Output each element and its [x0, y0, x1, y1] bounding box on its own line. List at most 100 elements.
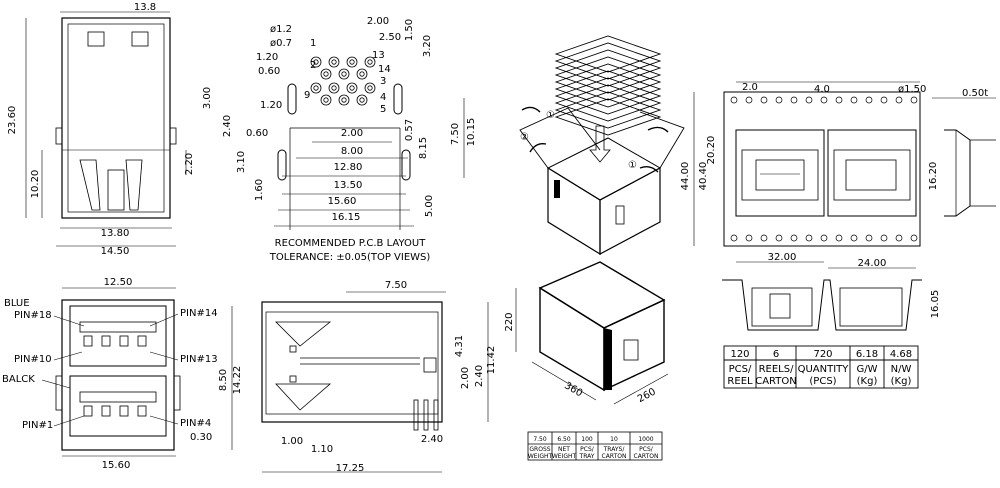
packing-step-2: ② [520, 132, 529, 143]
sprocket-hole [805, 234, 813, 242]
tape-pitch-32: 32.00 [768, 252, 797, 263]
dim-030: 0.30 [190, 432, 212, 443]
table-value: 720 [813, 349, 832, 360]
tray-stack [554, 35, 662, 136]
pin-num-14: 14 [378, 64, 391, 75]
packing-step-1: ① [546, 110, 555, 121]
table-header: CARTON [602, 453, 627, 460]
pcb-pin-hole [338, 94, 350, 106]
pcb-layout-view: ø1.2 ø0.7 2.00 2.50 1.50 3.20 1.20 0.60 … [202, 16, 477, 263]
dim-110: 1.10 [311, 444, 333, 455]
tape-depth: 16.05 [930, 290, 941, 319]
table-header: PCS/ [639, 446, 654, 453]
packing-box-illustration: ① ② ① [519, 35, 685, 256]
dim-120-a: 1.20 [256, 52, 278, 63]
table-header: REEL [727, 376, 753, 387]
dim-1422: 14.22 [232, 366, 243, 395]
table-value: 1000 [638, 436, 653, 443]
dim-240: 2.40 [222, 115, 233, 137]
sprocket-hole [835, 96, 843, 104]
dim-300: 3.00 [202, 87, 213, 109]
dim-1250: 12.50 [104, 277, 133, 288]
dim-pitch-2: 2.00 [367, 16, 389, 27]
usb-contact [83, 335, 93, 347]
tape-dim-4040: 40.40 [698, 162, 709, 191]
stacked-tray [554, 49, 662, 87]
stacked-tray [554, 77, 662, 115]
pcb-pin-hole-inner [349, 59, 355, 65]
pcb-pin-hole [320, 68, 332, 80]
dim-431: 4.31 [454, 335, 465, 357]
sprocket-holes-bottom [730, 234, 918, 242]
table-header: TRAY [579, 453, 595, 460]
side-view: 7.50 4.31 11.42 2.00 2.40 1.00 1.10 2.40… [261, 280, 497, 474]
pcb-pin-hole-inner [331, 85, 337, 91]
usb-contact [83, 405, 93, 417]
label-pin14: PIN#14 [180, 308, 218, 319]
pcb-caption-line-1: RECOMMENDED P.C.B LAYOUT [275, 238, 427, 249]
dim-width-top: 13.8 [134, 2, 156, 13]
table-header: TRAYS/ [603, 446, 626, 453]
tape-hole-dia: ø1.50 [898, 84, 926, 95]
table-header: CARTON [634, 453, 659, 460]
front-contacts [83, 335, 147, 417]
table-value: 10 [610, 436, 618, 443]
dim-1615: 16.15 [332, 212, 361, 223]
pcb-pin-hole-inner [341, 97, 347, 103]
dim-240-side: 2.40 [474, 365, 485, 387]
pcb-pin-hole-inner [349, 85, 355, 91]
sprocket-hole [775, 96, 783, 104]
label-pin1: PIN#1 [22, 420, 53, 431]
pin-num-5: 5 [380, 104, 386, 115]
dim-1560-front: 15.60 [102, 460, 131, 471]
table-header: (Kg) [891, 376, 912, 387]
table-header: G/W [856, 364, 877, 375]
dim-750: 7.50 [450, 123, 461, 145]
pcb-pin-hole-inner [313, 85, 319, 91]
table-header: PCS/ [580, 446, 595, 453]
sprocket-hole [880, 234, 888, 242]
label-pin4: PIN#4 [180, 418, 211, 429]
sprocket-holes-top [730, 96, 918, 104]
pin-num-3: 3 [380, 76, 386, 87]
dim-320: 3.20 [422, 35, 433, 57]
table-header: CARTON [755, 376, 797, 387]
dim-850: 8.50 [218, 369, 229, 391]
dim-240-foot: 2.40 [421, 434, 443, 445]
sprocket-hole [730, 234, 738, 242]
dim-1725: 17.25 [336, 463, 365, 474]
sprocket-hole [730, 96, 738, 104]
sprocket-hole [760, 96, 768, 104]
pcb-pin-hole-inner [359, 97, 365, 103]
dim-1015: 10.15 [466, 118, 477, 147]
sprocket-hole [790, 96, 798, 104]
sprocket-hole [745, 234, 753, 242]
label-pin18: PIN#18 [14, 310, 52, 321]
stacked-tray [554, 91, 662, 129]
dim-200-row: 2.00 [341, 128, 363, 139]
table-header: QUANTITY [798, 364, 850, 375]
dim-060-a: 0.60 [258, 66, 280, 77]
pin-num-2: 2 [310, 60, 316, 71]
shipping-carton: 220 360 260 [504, 261, 669, 405]
table-value: 7.50 [533, 436, 547, 443]
pcb-pin-hole-inner [313, 59, 319, 65]
pcb-pin-hole [364, 56, 376, 68]
tape-thickness: 0.50t [962, 88, 988, 99]
table-value: 6.50 [557, 436, 571, 443]
dim-120-b: 1.20 [260, 100, 282, 111]
pcb-pin-hole [320, 94, 332, 106]
table-header: GROSS [529, 446, 550, 453]
pcb-pin-hole [356, 68, 368, 80]
dim-800: 8.00 [341, 146, 363, 157]
dim-310: 3.10 [236, 151, 247, 173]
pcb-pin-hole [338, 68, 350, 80]
pcb-pin-hole-inner [367, 85, 373, 91]
sprocket-hole [820, 96, 828, 104]
sprocket-hole [865, 234, 873, 242]
label-pin10: PIN#10 [14, 354, 52, 365]
sprocket-hole [850, 96, 858, 104]
stacked-tray [554, 56, 662, 94]
